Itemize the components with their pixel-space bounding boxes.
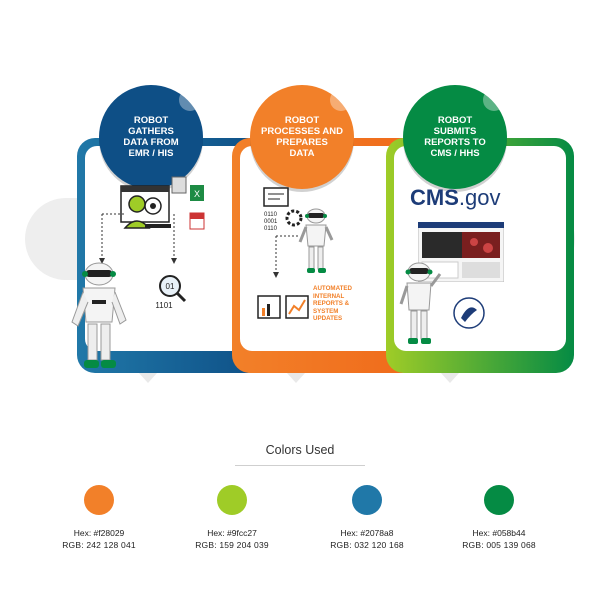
panel-pointer bbox=[441, 373, 459, 383]
gears-icon: 0110 0001 0110 bbox=[263, 187, 303, 232]
color-rgb-orange: RGB: 242 128 041 bbox=[62, 540, 136, 550]
color-hex-blue: Hex: #2078a8 bbox=[340, 528, 394, 538]
robot-icon bbox=[298, 208, 334, 273]
robot-icon bbox=[71, 262, 127, 368]
color-rgb-green: RGB: 005 139 068 bbox=[462, 540, 536, 550]
step-badge-process: ROBOT PROCESSES AND PREPARES DATA bbox=[250, 85, 354, 189]
svg-text:0001: 0001 bbox=[264, 219, 278, 225]
svg-text:0110: 0110 bbox=[264, 226, 278, 232]
color-swatch-orange bbox=[84, 485, 114, 515]
cms-logo-suffix: .gov bbox=[458, 185, 501, 210]
color-hex-orange: Hex: #f28029 bbox=[73, 528, 125, 538]
color-swatch-blue bbox=[352, 485, 382, 515]
robot-icon bbox=[399, 262, 442, 344]
dotted-flow-lines bbox=[273, 235, 300, 278]
panel-pointer bbox=[287, 373, 305, 383]
color-swatch-lime bbox=[217, 485, 247, 515]
excel-file-icon: X bbox=[171, 176, 205, 230]
legend-divider bbox=[235, 465, 365, 466]
person-at-computer-icon bbox=[120, 185, 171, 229]
badge-label: ROBOT GATHERS DATA FROM EMR / HIS bbox=[123, 115, 179, 159]
dotted-flow-lines bbox=[99, 213, 177, 264]
step-badge-gather: ROBOT GATHERS DATA FROM EMR / HIS bbox=[99, 85, 203, 189]
automated-reports-note: AUTOMATED INTERNAL REPORTS & SYSTEM UPDA… bbox=[313, 285, 352, 322]
hhs-seal-icon bbox=[453, 297, 485, 329]
color-rgb-lime: RGB: 159 204 039 bbox=[195, 540, 269, 550]
color-rgb-blue: RGB: 032 120 168 bbox=[330, 540, 404, 550]
svg-text:X: X bbox=[194, 189, 200, 199]
svg-text:0110: 0110 bbox=[264, 212, 278, 218]
binary-search-icon: 01 1101 bbox=[155, 275, 187, 310]
badge-label: ROBOT PROCESSES AND PREPARES DATA bbox=[261, 115, 343, 159]
color-hex-green: Hex: #058b44 bbox=[472, 528, 526, 538]
color-swatch-green bbox=[484, 485, 514, 515]
cms-logo-text: CMS bbox=[410, 185, 459, 210]
color-hex-lime: Hex: #9fcc27 bbox=[207, 528, 257, 538]
badge-label: ROBOT SUBMITS REPORTS TO CMS / HHS bbox=[424, 115, 486, 159]
svg-text:01: 01 bbox=[166, 282, 175, 291]
cms-logo: CMS.gov bbox=[410, 185, 500, 211]
legend-title: Colors Used bbox=[265, 443, 335, 457]
svg-text:1101: 1101 bbox=[155, 301, 173, 310]
step-badge-submit: ROBOT SUBMITS REPORTS TO CMS / HHS bbox=[403, 85, 507, 189]
panel-pointer bbox=[139, 373, 157, 383]
report-chart-icon bbox=[257, 295, 309, 319]
